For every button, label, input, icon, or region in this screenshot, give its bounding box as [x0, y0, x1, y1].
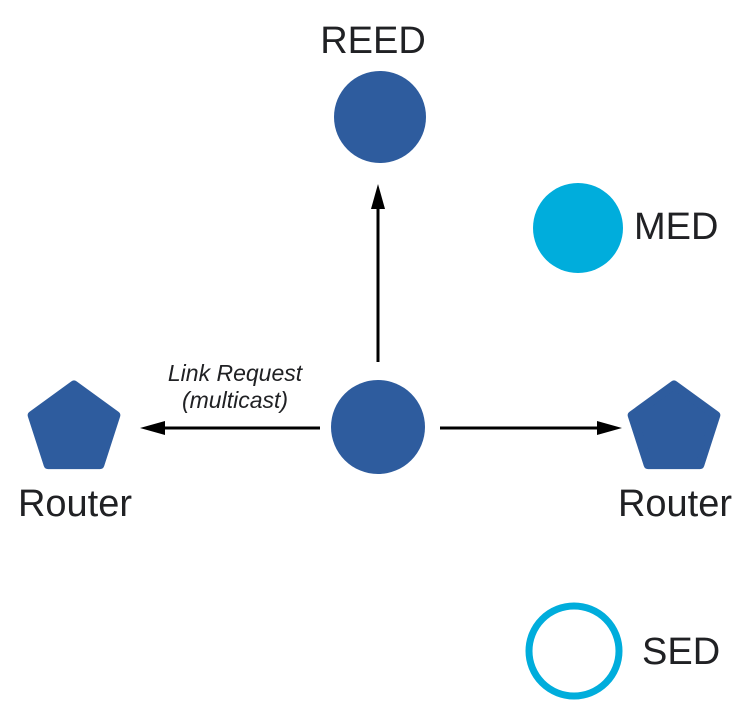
med-node-icon	[533, 183, 623, 273]
arrow-up-head-icon	[371, 184, 385, 209]
med-node-label: MED	[634, 206, 719, 248]
arrow-right-head-icon	[597, 421, 622, 435]
reed-node-icon	[334, 71, 426, 163]
router-right-pentagon-icon	[627, 380, 721, 470]
link-request-annotation-line1: Link Request	[167, 360, 303, 386]
arrow-left-head-icon	[140, 421, 165, 435]
sed-node-label: SED	[642, 631, 721, 673]
link-request-annotation: Link Request (multicast)	[168, 360, 302, 414]
sed-node-icon	[525, 602, 623, 700]
router-right-node-label: Router	[617, 483, 733, 525]
attaching-device-node-icon	[331, 380, 425, 474]
reed-node-label: REED	[320, 20, 426, 62]
router-left-pentagon-icon	[27, 380, 121, 470]
link-request-annotation-line2: (multicast)	[181, 387, 289, 413]
router-left-node-label: Router	[17, 483, 133, 525]
